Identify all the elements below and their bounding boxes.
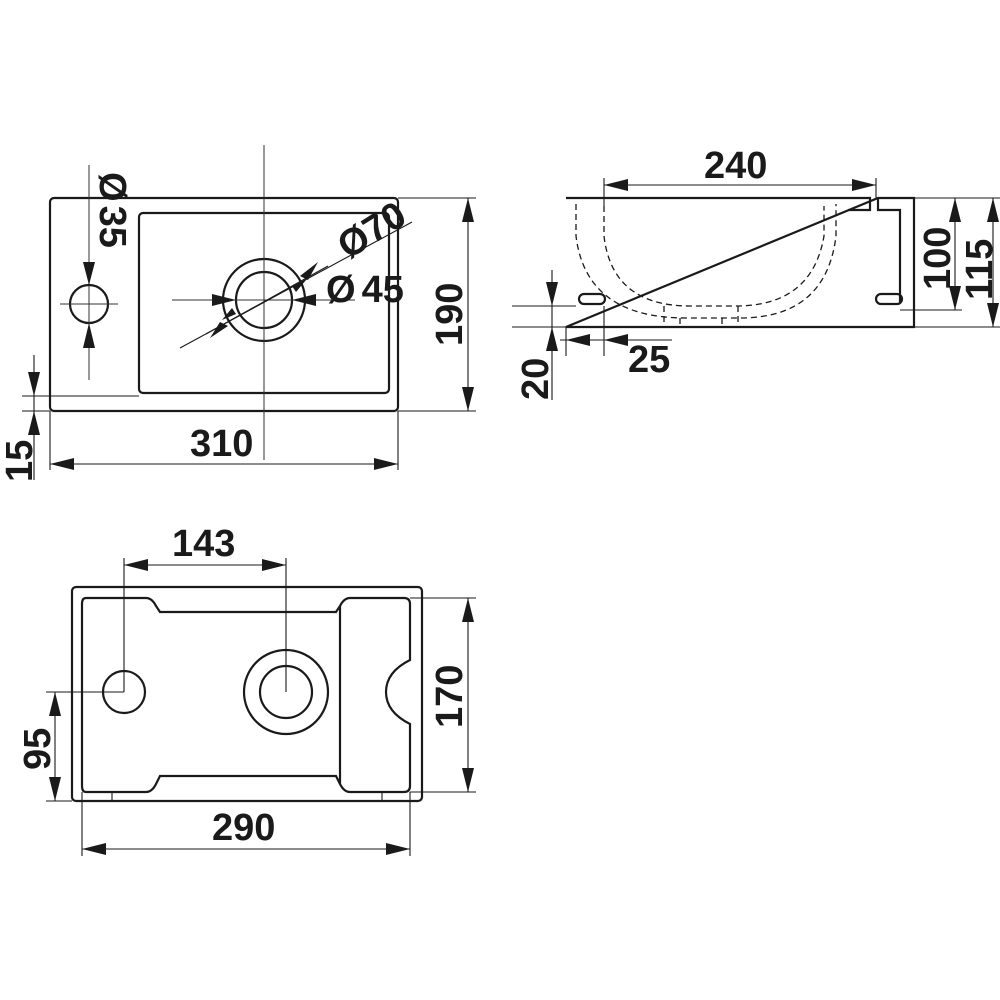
arrow-240-right [852, 179, 876, 191]
dim-height-inner-label: 100 [917, 227, 959, 290]
dim-tap-hole-label: Ø35 [91, 172, 133, 248]
arrow-70-b [210, 322, 228, 338]
arrow-35-bottom [83, 323, 95, 348]
arrow-45-b [222, 308, 236, 320]
arrow-70-a [300, 262, 318, 280]
arrow-25-right [604, 334, 628, 346]
bowl-hidden-inner [603, 206, 825, 307]
arrow-143-left [124, 559, 148, 571]
arrow-20-top [546, 282, 558, 306]
dim-bottom-width-label: 290 [212, 807, 275, 849]
mount-slot-left [577, 292, 607, 306]
arrow-35-top [83, 262, 95, 285]
arrow-170-top [462, 598, 474, 622]
bottom-view-outer-outline [70, 585, 424, 803]
arrow-drain-left [212, 294, 236, 306]
dim-rim-label: 15 [0, 440, 41, 482]
arrow-15-bottom [28, 411, 40, 435]
arrow-290-right [386, 843, 410, 855]
arrow-15-top [28, 372, 40, 396]
dim-hole-spacing-label: 143 [172, 523, 235, 565]
arrow-143-right [262, 559, 286, 571]
bowl-hidden-outline [575, 204, 837, 319]
dim-inner-length-label: 240 [704, 145, 767, 187]
dim-mount-offset-label: 25 [628, 339, 670, 381]
drain-hidden [663, 306, 739, 327]
dim-depth-label: 190 [429, 283, 471, 346]
arrow-290-left [82, 843, 106, 855]
side-view-back-plate [876, 198, 902, 302]
top-view-outer-outline [48, 196, 400, 413]
arrow-310-right [374, 458, 398, 470]
dim-hole-height-label: 95 [17, 728, 59, 770]
arrow-115-bottom [987, 303, 999, 327]
dim-bowl-outer-label: Ø70 [331, 194, 414, 268]
arrow-190-top [462, 198, 474, 222]
arrow-25-left [566, 334, 590, 346]
dim-bottom-depth-label: 170 [429, 665, 471, 728]
arrow-drain-right [292, 294, 316, 306]
arrow-95-top [49, 692, 61, 716]
arrow-95-bottom [49, 777, 61, 801]
arrow-310-left [50, 458, 74, 470]
arrow-20-bottom [546, 327, 558, 351]
side-view-outline [565, 196, 916, 329]
side-view: 240 100 115 20 25 [512, 145, 1000, 400]
dim-width-label: 310 [190, 423, 253, 465]
arrow-190-bottom [462, 387, 474, 411]
arrow-115-top [987, 198, 999, 222]
arrow-100-top [949, 198, 961, 222]
bottom-view-inner-outline [80, 596, 412, 794]
dim-base-offset-label: 20 [515, 358, 557, 400]
arrow-240-left [604, 179, 628, 191]
arrow-170-bottom [462, 768, 474, 792]
dim-height-total-label: 115 [959, 239, 1000, 300]
arrow-45-a [292, 280, 306, 292]
bottom-view: 143 170 95 290 [17, 523, 476, 856]
arrow-100-bottom [949, 286, 961, 310]
mount-slot-right [874, 292, 904, 306]
